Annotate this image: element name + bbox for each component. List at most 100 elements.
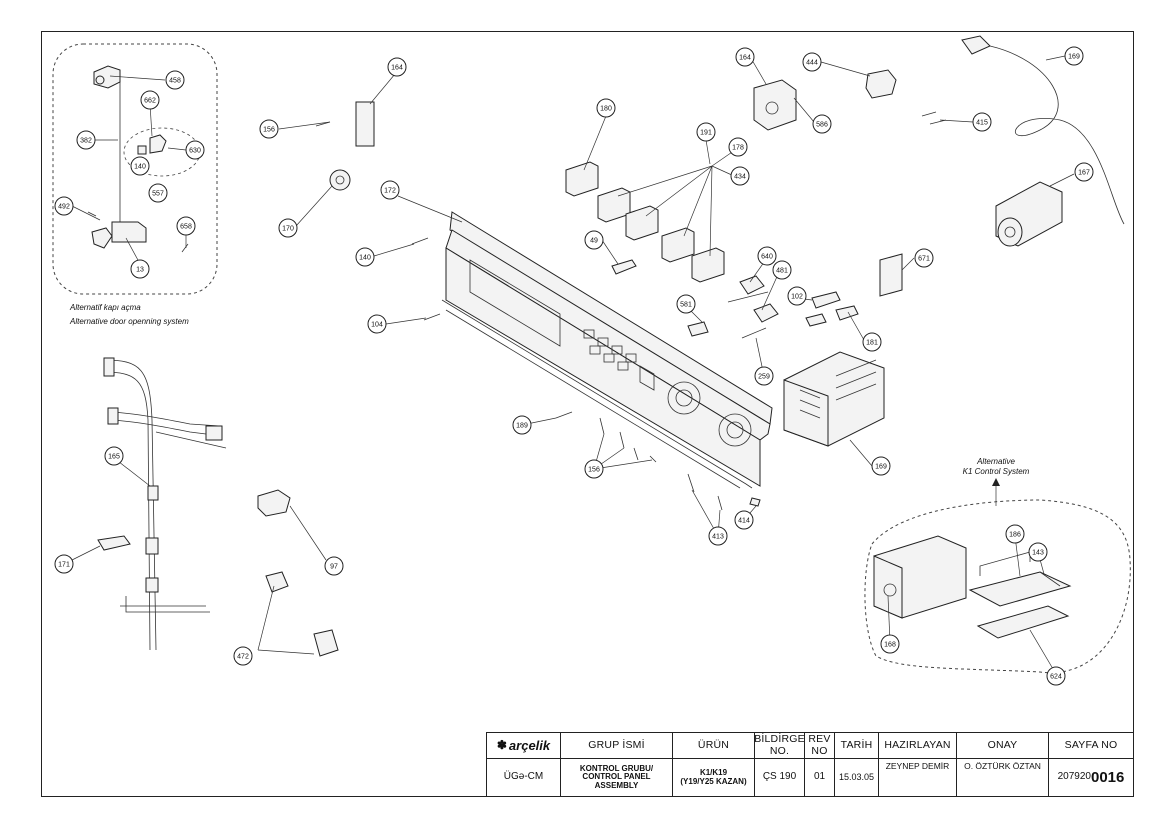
header-product: ÜRÜN (673, 733, 755, 759)
svg-text:164: 164 (739, 55, 751, 62)
svg-text:140: 140 (134, 164, 146, 171)
svg-text:413: 413 (712, 534, 724, 541)
alt-door-region (52, 43, 218, 295)
header-date: TARİH (835, 733, 879, 759)
header-page-no: SAYFA NO (1049, 733, 1133, 759)
callout: 172 (380, 180, 400, 200)
callout: 140 (355, 247, 375, 267)
callout: 167 (1074, 162, 1094, 182)
alt-control-note-2: K1 Control System (963, 467, 1030, 476)
svg-text:186: 186 (1009, 532, 1021, 539)
callout: 186 (1005, 524, 1025, 544)
header-group: GRUP İSMİ (561, 733, 673, 759)
svg-text:49: 49 (590, 238, 598, 245)
svg-text:481: 481 (776, 268, 788, 275)
svg-text:164: 164 (391, 65, 403, 72)
callout: 191 (696, 122, 716, 142)
svg-text:102: 102 (791, 294, 803, 301)
wiring-harness (97, 357, 227, 651)
callout: 472 (233, 646, 253, 666)
svg-text:414: 414 (738, 518, 750, 525)
svg-text:168: 168 (884, 642, 896, 649)
callout: 658 (176, 216, 196, 236)
callout: 557 (148, 183, 168, 203)
svg-text:415: 415 (976, 120, 988, 127)
value-group: KONTROL GRUBU/ CONTROL PANEL ASSEMBLY (561, 759, 673, 796)
callout: 156 (584, 459, 604, 479)
svg-text:472: 472 (237, 654, 249, 661)
callout: 671 (914, 248, 934, 268)
callout: 581 (676, 294, 696, 314)
brand-mark-icon: ✽ (496, 738, 507, 753)
value-prepared-by: ZEYNEP DEMİR (879, 759, 957, 796)
callout: 481 (772, 260, 792, 280)
callout: 143 (1028, 542, 1048, 562)
svg-text:492: 492 (58, 204, 70, 211)
relay-switches (565, 161, 725, 283)
value-date: 15.03.05 (835, 759, 879, 796)
svg-text:178: 178 (732, 145, 744, 152)
title-block: ✽arçelik GRUP İSMİ ÜRÜN BİLDİRGE NO. REV… (486, 732, 1134, 797)
power-board (783, 351, 885, 447)
callout: 171 (54, 554, 74, 574)
svg-text:180: 180 (600, 106, 612, 113)
callout: 586 (812, 114, 832, 134)
svg-text:444: 444 (806, 60, 818, 67)
svg-text:167: 167 (1078, 170, 1090, 177)
callout: 414 (734, 510, 754, 530)
svg-text:581: 581 (680, 302, 692, 309)
callout: 164 (387, 57, 407, 77)
svg-text:97: 97 (330, 564, 338, 571)
alt-control-note-1: Alternative (976, 457, 1015, 466)
callout: 169 (1064, 46, 1084, 66)
svg-text:458: 458 (169, 78, 181, 85)
callout: 181 (862, 332, 882, 352)
svg-text:156: 156 (263, 127, 275, 134)
svg-text:191: 191 (700, 130, 712, 137)
callout: 170 (278, 218, 298, 238)
header-prepared-by: HAZIRLAYAN (879, 733, 957, 759)
svg-text:171: 171 (58, 562, 70, 569)
callout: 13 (130, 259, 150, 279)
callout: 156 (259, 119, 279, 139)
callout: 169 (871, 456, 891, 476)
svg-text:13: 13 (136, 267, 144, 274)
svg-text:165: 165 (108, 454, 120, 461)
callout: 492 (54, 196, 74, 216)
top-right-parts (753, 35, 1125, 297)
callout: 189 (512, 415, 532, 435)
svg-text:662: 662 (144, 98, 156, 105)
alt-door-note-en: Alternative door openning system (69, 317, 189, 326)
svg-text:140: 140 (359, 255, 371, 262)
alt-control-region (864, 499, 1131, 674)
alt-control-parts (873, 535, 1072, 639)
svg-text:104: 104 (371, 322, 383, 329)
callout: 168 (880, 634, 900, 654)
value-approval: O. ÖZTÜRK ÖZTAN (957, 759, 1049, 796)
small-parts (315, 101, 859, 511)
value-product: K1/K19 (Y19/Y25 KAZAN) (673, 759, 755, 796)
header-approval: ONAY (957, 733, 1049, 759)
door-mechanism (87, 65, 201, 253)
callout: 102 (787, 286, 807, 306)
svg-text:143: 143 (1032, 550, 1044, 557)
alt-door-note-tr: Alternatif kapı açma (69, 303, 141, 312)
svg-text:658: 658 (180, 224, 192, 231)
header-doc-no: BİLDİRGE NO. (755, 733, 805, 759)
callout: 434 (730, 166, 750, 186)
callout: 104 (367, 314, 387, 334)
svg-text:671: 671 (918, 256, 930, 263)
svg-text:169: 169 (1068, 54, 1080, 61)
bottom-left-parts (257, 489, 339, 657)
svg-text:640: 640 (761, 254, 773, 261)
callout: 444 (802, 52, 822, 72)
brand-logo: ✽arçelik (487, 733, 561, 759)
svg-text:156: 156 (588, 467, 600, 474)
control-panel (441, 211, 773, 489)
svg-text:434: 434 (734, 174, 746, 181)
svg-text:624: 624 (1050, 674, 1062, 681)
callout: 164 (735, 47, 755, 67)
